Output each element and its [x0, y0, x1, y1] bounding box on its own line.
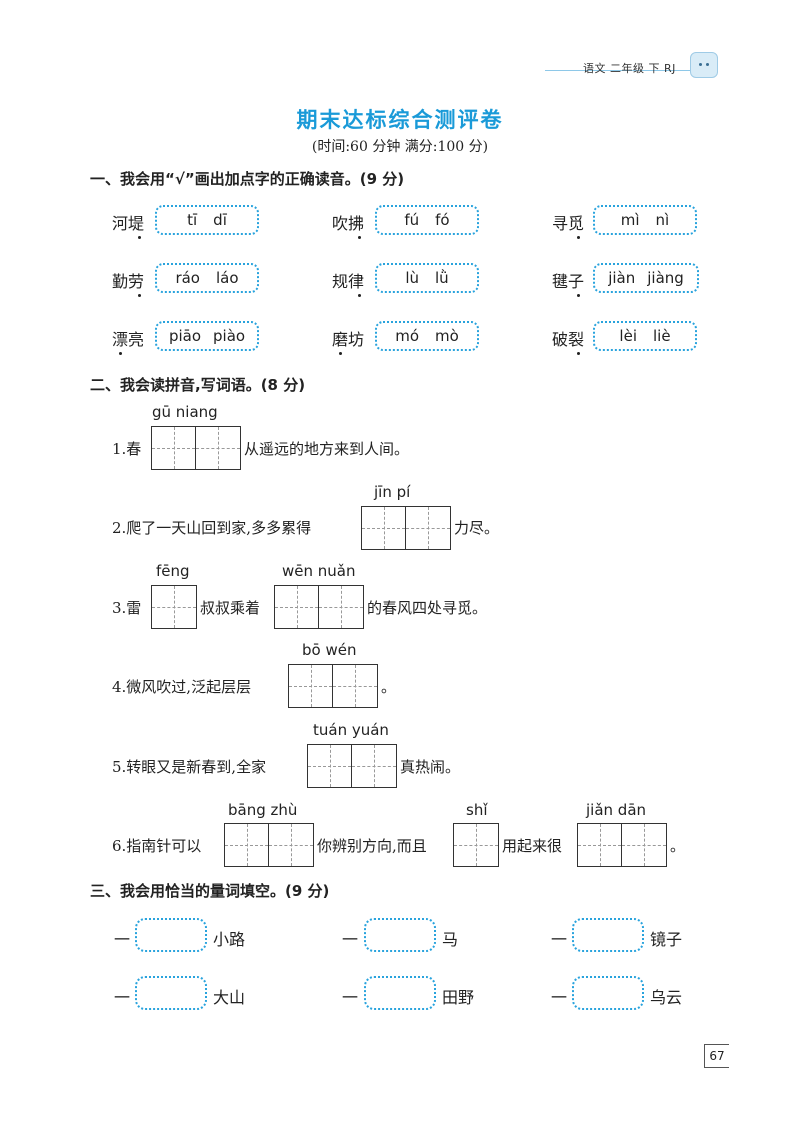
writing-grid[interactable]: [151, 585, 197, 629]
writing-grid[interactable]: [288, 664, 378, 708]
writing-grid[interactable]: [151, 426, 241, 470]
pinyin-option[interactable]: fú: [404, 211, 420, 229]
pinyin-prompt: tuán yuán: [313, 721, 389, 739]
sentence-text: 的春风四处寻觅。: [367, 599, 488, 617]
pinyin-option[interactable]: jiàn: [608, 269, 636, 287]
pinyin-choice-box[interactable]: piāo piào: [155, 321, 259, 351]
section1-title: 一、我会用“√”画出加点字的正确读音。(9 分): [90, 170, 405, 188]
measure-word-blank[interactable]: [135, 976, 207, 1010]
measure-word-blank[interactable]: [572, 918, 644, 952]
word-item: 规律: [332, 272, 365, 291]
section2-title: 二、我会读拼音,写词语。(8 分): [90, 376, 306, 394]
pinyin-prompt: gū niang: [152, 403, 218, 421]
pinyin-choice-box[interactable]: jiàn jiàng: [593, 263, 699, 293]
sentence-text: 5.转眼又是新春到,全家: [112, 758, 267, 776]
pinyin-option[interactable]: piào: [213, 327, 246, 345]
pinyin-option[interactable]: nì: [655, 211, 670, 229]
writing-grid[interactable]: [224, 823, 314, 867]
sentence-text: 你辨别方向,而且: [317, 837, 427, 855]
section3-title: 三、我会用恰当的量词填空。(9 分): [90, 882, 330, 900]
page-number: 67: [704, 1044, 729, 1068]
noun-label: 镜子: [650, 930, 683, 949]
writing-grid[interactable]: [453, 823, 499, 867]
sentence-text: 力尽。: [454, 519, 500, 537]
noun-label: 小路: [213, 930, 246, 949]
word-item: 吹拂: [332, 214, 365, 233]
pinyin-prompt: fēng: [156, 562, 190, 580]
pinyin-choice-box[interactable]: lù lǜ: [375, 263, 479, 293]
writing-grid[interactable]: [361, 506, 451, 550]
pinyin-prompt: jīn pí: [374, 483, 411, 501]
noun-label: 乌云: [650, 988, 683, 1007]
writing-grid[interactable]: [274, 585, 364, 629]
sentence-text: 从遥远的地方来到人间。: [244, 440, 410, 458]
writing-grid[interactable]: [577, 823, 667, 867]
sentence-text: 6.指南针可以: [112, 837, 202, 855]
measure-word-blank[interactable]: [364, 976, 436, 1010]
sentence-text: 4.微风吹过,泛起层层: [112, 678, 252, 696]
pinyin-option[interactable]: mì: [620, 211, 640, 229]
writing-grid[interactable]: [307, 744, 397, 788]
pinyin-option[interactable]: fó: [435, 211, 450, 229]
sentence-text: 2.爬了一天山回到家,多多累得: [112, 519, 312, 537]
sentence-text: 3.雷: [112, 599, 142, 617]
sentence-text: 。: [670, 837, 686, 855]
pinyin-option[interactable]: ráo: [175, 269, 200, 287]
page-title: 期末达标综合测评卷: [296, 108, 504, 132]
pinyin-choice-box[interactable]: tī dī: [155, 205, 259, 235]
pinyin-option[interactable]: lù: [405, 269, 419, 287]
pinyin-option[interactable]: dī: [213, 211, 227, 229]
sentence-text: 。: [381, 678, 397, 696]
pinyin-prompt: bāng zhù: [228, 801, 298, 819]
noun-label: 大山: [213, 988, 246, 1007]
word-item: 河堤: [112, 214, 145, 233]
measure-word-blank[interactable]: [572, 976, 644, 1010]
noun-label: 马: [442, 930, 459, 949]
pinyin-option[interactable]: mó: [395, 327, 419, 345]
measure-word-blank[interactable]: [135, 918, 207, 952]
measure-word-blank[interactable]: [364, 918, 436, 952]
pinyin-option[interactable]: tī: [187, 211, 198, 229]
sentence-text: 1.春: [112, 440, 142, 458]
bear-mascot-icon: [690, 52, 718, 78]
pinyin-prompt: wēn nuǎn: [282, 562, 356, 580]
prefix-one: 一: [114, 930, 131, 949]
word-item: 磨坊: [332, 330, 365, 349]
prefix-one: 一: [342, 988, 359, 1007]
word-item: 破裂: [552, 330, 585, 349]
pinyin-option[interactable]: jiàng: [647, 269, 684, 287]
sentence-text: 用起来很: [502, 837, 563, 855]
header-rule: [545, 70, 713, 71]
pinyin-choice-box[interactable]: mó mò: [375, 321, 479, 351]
pinyin-prompt: bō wén: [302, 641, 357, 659]
word-item: 漂亮: [112, 330, 145, 349]
pinyin-option[interactable]: láo: [216, 269, 239, 287]
word-item: 勤劳: [112, 272, 145, 291]
exam-info: (时间:60 分钟 满分:100 分): [311, 139, 489, 155]
word-item: 寻觅: [552, 214, 585, 233]
pinyin-prompt: shǐ: [466, 801, 488, 819]
pinyin-choice-box[interactable]: lèi liè: [593, 321, 697, 351]
pinyin-option[interactable]: lèi: [619, 327, 637, 345]
pinyin-choice-box[interactable]: fú fó: [375, 205, 479, 235]
pinyin-prompt: jiǎn dān: [586, 801, 647, 819]
prefix-one: 一: [551, 930, 568, 949]
noun-label: 田野: [442, 988, 475, 1007]
pinyin-option[interactable]: lǜ: [435, 269, 449, 287]
book-info: 语文 二年级 下 RJ: [583, 62, 676, 75]
pinyin-option[interactable]: mò: [435, 327, 459, 345]
prefix-one: 一: [551, 988, 568, 1007]
sentence-text: 叔叔乘着: [200, 599, 261, 617]
word-item: 毽子: [552, 272, 585, 291]
prefix-one: 一: [342, 930, 359, 949]
pinyin-choice-box[interactable]: mì nì: [593, 205, 697, 235]
pinyin-choice-box[interactable]: ráo láo: [155, 263, 259, 293]
prefix-one: 一: [114, 988, 131, 1007]
pinyin-option[interactable]: piāo: [168, 327, 201, 345]
pinyin-option[interactable]: liè: [653, 327, 671, 345]
sentence-text: 真热闹。: [400, 758, 461, 776]
